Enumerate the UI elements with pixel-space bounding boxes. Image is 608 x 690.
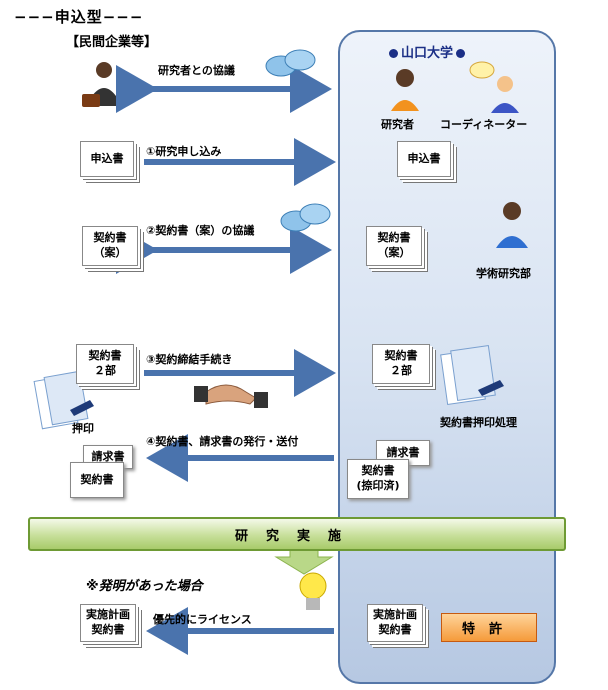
draft-doc-right: 契約書 （案） xyxy=(366,226,422,266)
draft-doc-left: 契約書 （案） xyxy=(82,226,138,266)
plan-doc-right: 実施計画 契約書 xyxy=(367,604,423,642)
invention-note: ※発明があった場合 xyxy=(86,579,203,594)
research-down-arrow xyxy=(274,547,334,575)
step-apply: ①研究申し込み xyxy=(146,145,222,158)
seal-left-label: 押印 xyxy=(72,422,94,435)
bullet-icon xyxy=(389,49,398,58)
sealed-contract-doc: 契約書 (捺印済) xyxy=(347,459,409,499)
bullet-icon xyxy=(456,49,466,58)
light-bulb-icon xyxy=(299,572,327,610)
coordinator-label: コーディネーター xyxy=(440,118,528,131)
chat-bubble-icon xyxy=(280,203,331,232)
researcher-icon xyxy=(391,69,419,111)
contract-doc-right: 契約書 ２部 xyxy=(372,344,430,384)
contract-doc-left: 契約書 ２部 xyxy=(76,344,134,384)
contract-doc-left-2: 契約書 xyxy=(70,462,124,498)
step-issue: ④契約書、請求書の発行・送付 xyxy=(146,435,299,448)
university-title: 山口大学 xyxy=(386,42,468,61)
researcher-label: 研究者 xyxy=(381,118,414,131)
seal-right-label: 契約書押印処理 xyxy=(440,416,517,429)
company-person-icon xyxy=(82,62,116,107)
patent-box: 特許 xyxy=(441,613,537,642)
step-sign: ③契約締結手続き xyxy=(146,353,233,366)
application-doc-left: 申込書 xyxy=(80,141,134,177)
step-license: 優先的にライセンス xyxy=(153,613,252,626)
step-draft: ②契約書（案）の協議 xyxy=(146,224,255,237)
coordinator-icon xyxy=(469,61,519,113)
research-banner: 研究実施 xyxy=(28,517,566,551)
university-name: 山口大学 xyxy=(401,46,454,61)
diagram-title: −−−申込型−−− xyxy=(14,8,144,26)
chat-bubble-icon xyxy=(265,49,316,77)
plan-doc-left: 実施計画 契約書 xyxy=(80,604,136,642)
office-person-icon xyxy=(496,202,528,248)
application-doc-right: 申込書 xyxy=(397,141,451,177)
seal-document-icon xyxy=(33,370,94,430)
seal-document-icon xyxy=(440,345,504,405)
step-consult: 研究者との協議 xyxy=(158,64,235,77)
office-label: 学術研究部 xyxy=(476,267,531,280)
handshake-icon xyxy=(194,384,268,408)
company-heading: 【民間企業等】 xyxy=(66,35,158,50)
